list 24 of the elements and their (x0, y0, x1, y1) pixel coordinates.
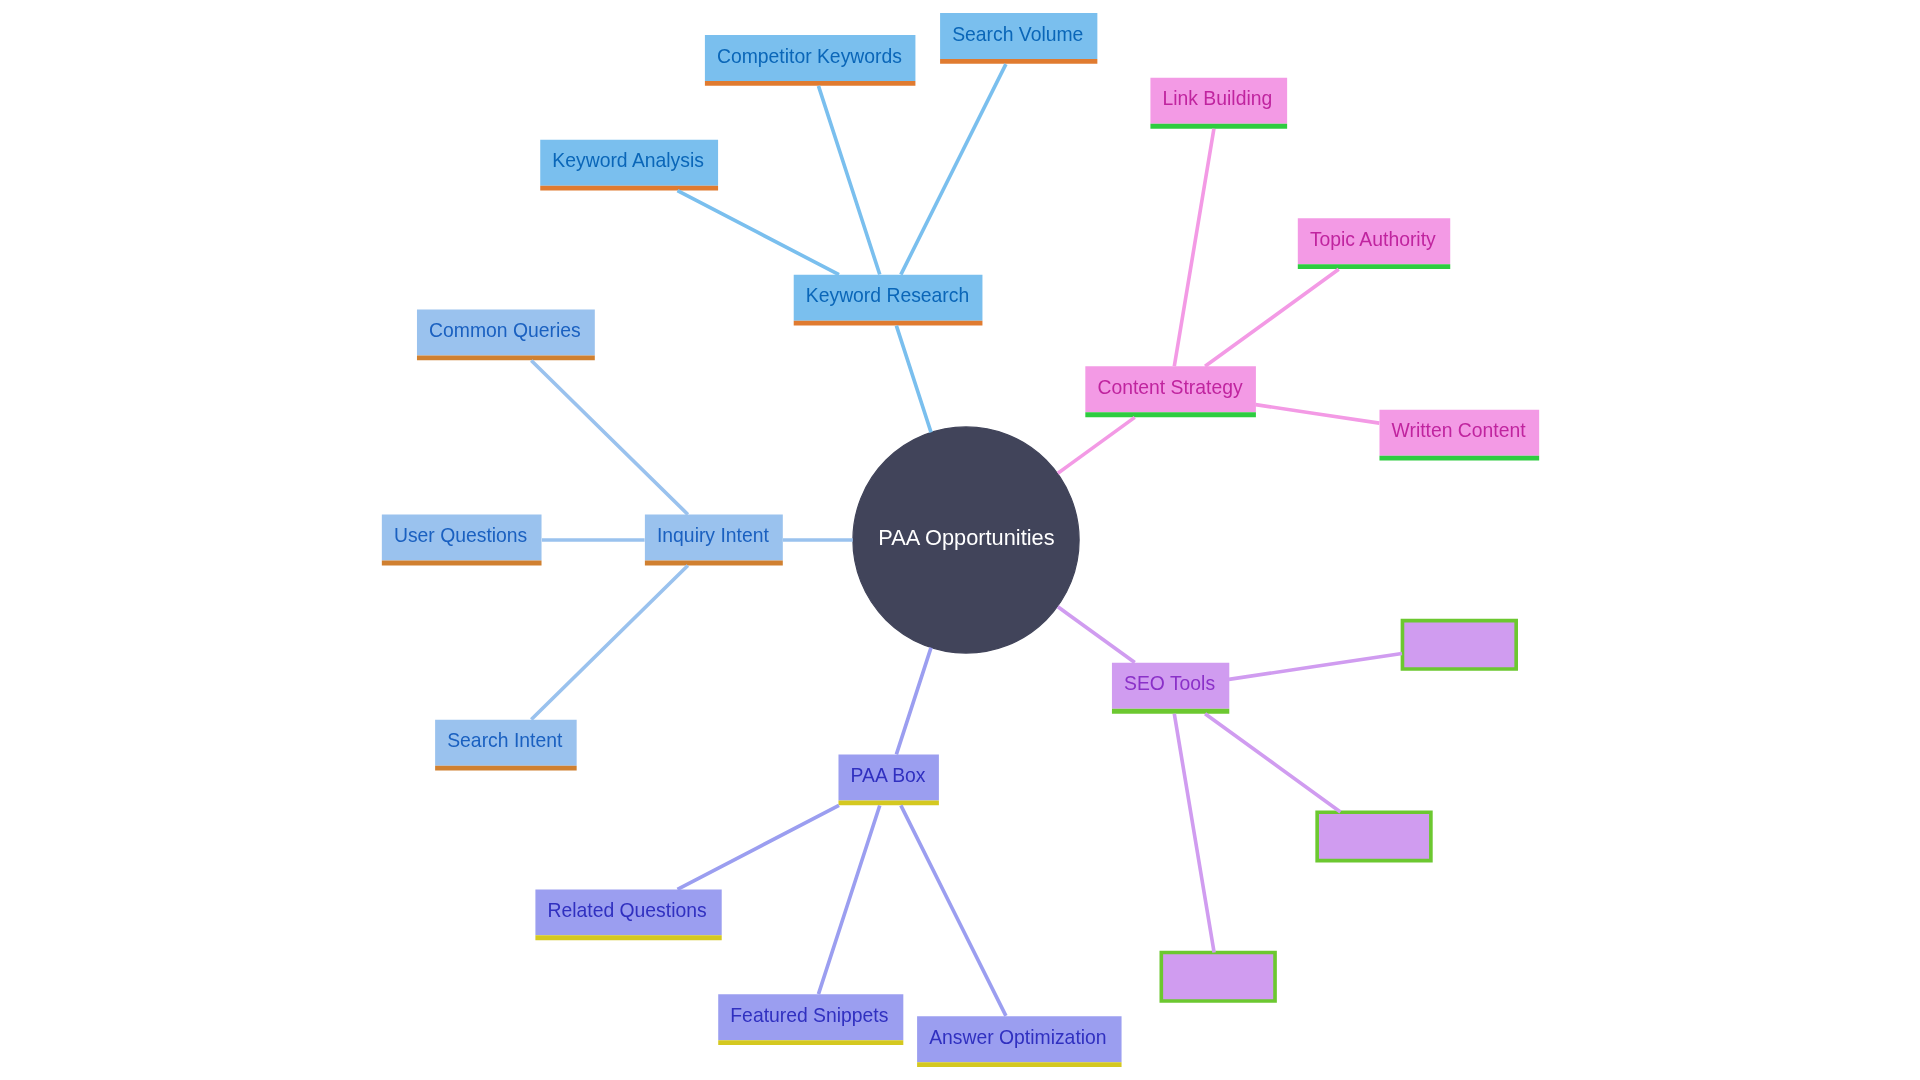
connector (529, 359, 689, 516)
connector (1203, 267, 1340, 368)
connector (898, 804, 1008, 1017)
connector (676, 189, 840, 277)
node-box (1314, 810, 1433, 863)
connector (676, 803, 840, 891)
connector (1254, 402, 1380, 425)
connector (898, 63, 1008, 276)
node-box (1159, 950, 1277, 1003)
node-circle: PAA Opportunities (851, 426, 1080, 654)
connector (1056, 415, 1136, 475)
connector (782, 538, 853, 542)
connector (1172, 128, 1216, 367)
connector (816, 804, 881, 995)
connector (1056, 605, 1136, 665)
connector (529, 564, 689, 721)
connector (1228, 651, 1402, 682)
connector (1203, 712, 1341, 814)
connector (1172, 713, 1216, 953)
connector (894, 325, 933, 433)
connector (816, 85, 881, 276)
node-box (1400, 618, 1518, 671)
connector (894, 647, 933, 755)
connector (541, 538, 645, 542)
